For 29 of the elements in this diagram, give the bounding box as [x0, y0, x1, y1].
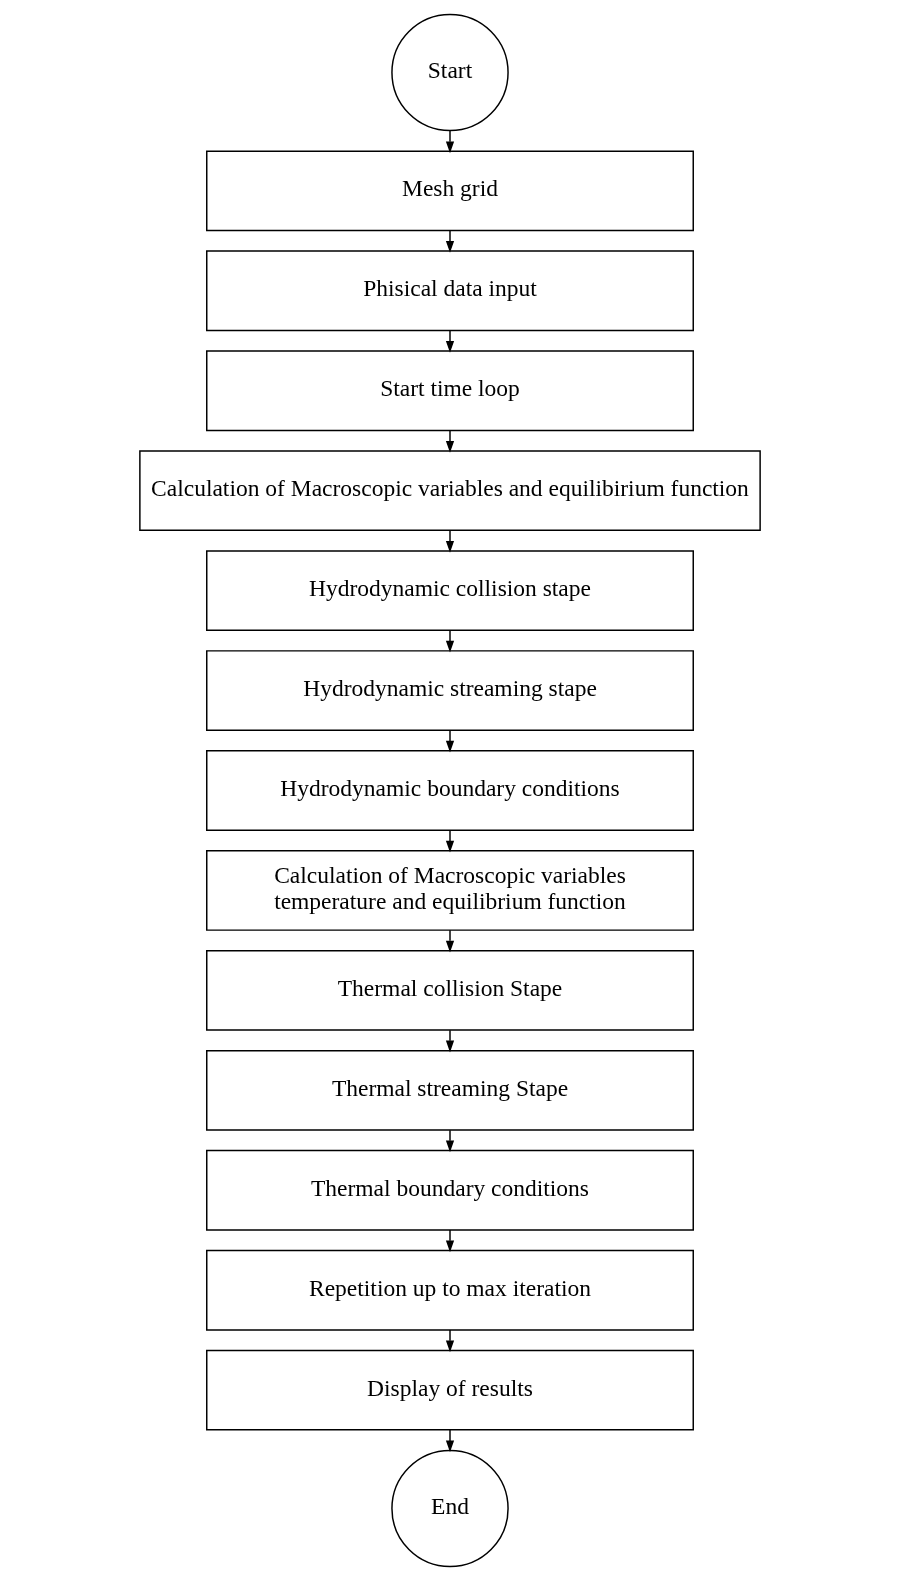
arrow: [445, 829, 454, 853]
arrow: [445, 929, 454, 953]
arrow: [445, 1229, 454, 1253]
arrow: [445, 429, 454, 453]
node-box: Thermal streaming Stape: [205, 1049, 694, 1131]
node-box: Thermal collision Stape: [205, 949, 694, 1031]
node-box: Repetition up to max iteration: [205, 1249, 694, 1331]
arrow: [445, 1429, 454, 1453]
node-box: Display of results: [205, 1349, 694, 1431]
node-box: Phisical data input: [205, 250, 694, 332]
node-box: Start time loop: [205, 350, 694, 432]
node-box: Hydrodynamic collision stape: [205, 550, 694, 632]
node-circle: End: [390, 1449, 509, 1568]
node-box: Calculation of Macroscopic variables and equilibirium function: [138, 450, 761, 532]
arrow: [445, 629, 454, 653]
node-box: Calculation of Macroscopic variables temperature and equilibrium function: [205, 850, 694, 931]
arrow: [445, 1329, 454, 1353]
arrow: [445, 329, 454, 353]
arrow: [445, 1029, 454, 1053]
arrow: [445, 229, 454, 253]
node-box: Hydrodynamic streaming stape: [205, 650, 694, 731]
node-circle: Start: [390, 13, 509, 132]
node-box: Hydrodynamic boundary conditions: [205, 750, 694, 831]
node-box: Thermal boundary conditions: [205, 1149, 694, 1231]
arrow: [445, 130, 454, 154]
arrow: [445, 1129, 454, 1153]
node-box: Mesh grid: [205, 150, 694, 232]
arrow: [445, 529, 454, 553]
arrow: [445, 729, 454, 753]
